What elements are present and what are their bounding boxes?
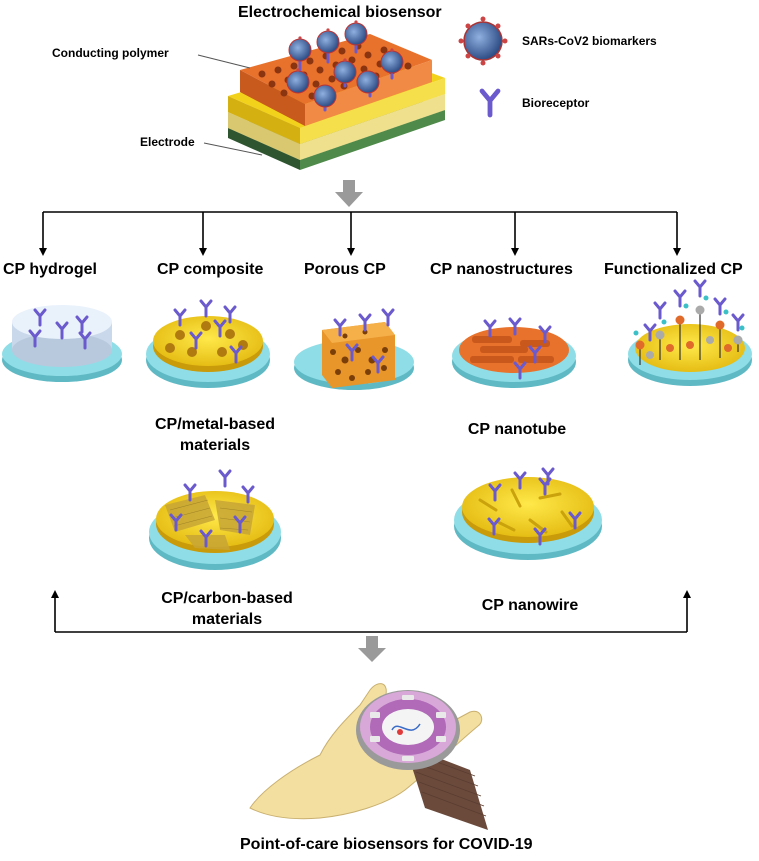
disc-nanotube	[452, 317, 576, 388]
legend-receptor-label: Bioreceptor	[522, 96, 590, 110]
block-viruses	[286, 22, 404, 108]
smartwatch	[356, 690, 488, 830]
sublabel-nanowire: CP nanowire	[481, 597, 579, 614]
sublabel-metal-1: CP/metal-based	[154, 416, 276, 433]
category-composite: CP composite	[157, 261, 264, 278]
conducting-polymer-pointer	[197, 54, 251, 69]
down-arrow-top	[335, 180, 363, 207]
label-electrode: Electrode	[140, 135, 195, 149]
disc-metal-composite	[146, 299, 270, 388]
category-hydrogel: CP hydrogel	[3, 261, 97, 278]
branch-lines	[42, 211, 678, 252]
disc-hydrogel	[2, 305, 122, 382]
header-title: Electrochemical biosensor	[238, 4, 442, 21]
category-functionalized: Functionalized CP	[604, 261, 743, 278]
disc-carbon-composite	[149, 469, 281, 570]
label-conducting-polymer: Conducting polymer	[52, 46, 169, 60]
electrode-pointer	[203, 142, 263, 156]
disc-nanowire	[454, 467, 602, 560]
category-nanostructures: CP nanostructures	[430, 261, 573, 278]
sublabel-carbon-2: materials	[191, 611, 263, 628]
sublabel-metal-2: materials	[179, 437, 251, 454]
disc-functionalized	[628, 279, 752, 386]
branch-arrowheads	[39, 248, 681, 256]
category-porous: Porous CP	[304, 261, 386, 278]
sublabel-nanotube: CP nanotube	[467, 421, 567, 438]
biosensor-block	[228, 22, 445, 170]
virus-spike-details	[296, 20, 394, 72]
disc-porous	[294, 308, 414, 390]
sublabel-carbon-1: CP/carbon-based	[161, 590, 293, 607]
down-arrow-bottom	[358, 636, 386, 662]
legend-virus-icon	[458, 16, 508, 66]
legend-virus-label: SARs-CoV2 biomarkers	[522, 34, 657, 48]
footer-title: Point-of-care biosensors for COVID-19	[240, 836, 533, 853]
return-bracket	[54, 594, 688, 633]
legend-receptor-icon	[482, 91, 498, 115]
